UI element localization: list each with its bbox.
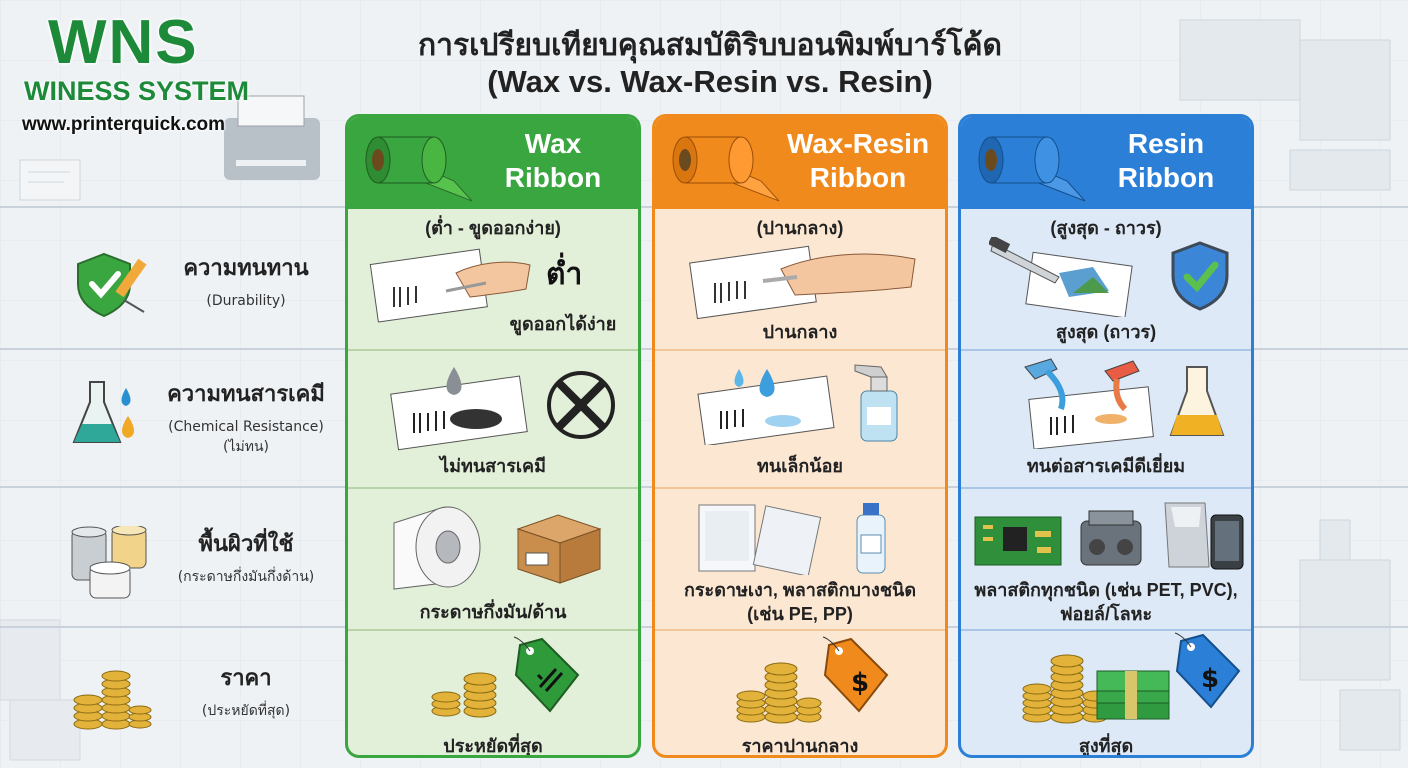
cell-chemical-wax-resin: ทนเล็กน้อย [655,351,945,487]
cell-durability-wax-resin: (ปานกลาง) ปานกลาง [655,209,945,349]
cell-divider [348,629,638,631]
cell-divider [348,487,638,489]
scratched-label-icon [369,248,531,323]
coin-stack-icon [431,672,497,718]
durability-caption: ขูดออกได้ง่าย [509,314,617,334]
feature-sublabel: (Chemical Resistance) [168,419,324,435]
feature-label: พื้นผิวที่ใช้ [198,531,294,556]
durability-level: (ต่ำ - ขูดออกง่าย) [425,218,561,238]
feature-label: ความทนสารเคมี [167,381,325,406]
cell-durability-resin: (สูงสุด - ถาวร) สูงสุด (ถาวร) [961,209,1251,349]
cell-chemical-resin: ทนต่อสารเคมีดีเยี่ยม [961,351,1251,487]
feature-label: ราคา [220,665,272,690]
cardboard-box-icon [516,514,602,584]
column-wax-resin: Wax-Resin Ribbon (ปานกลาง) ปานกลาง [652,114,948,758]
spray-bottle-icon [854,364,898,442]
coin-stack-icon [736,662,822,724]
cell-divider [655,349,945,351]
scratched-label-icon [689,245,916,320]
cell-price-wax-resin: $ ราคาปานกลาง [655,631,945,756]
surface-caption: กระดาษกึ่งมัน/ด้าน [419,602,567,622]
coin-stack-icon [68,660,152,750]
label-roll-icon [393,506,481,590]
chemical-flask-icon [68,376,148,466]
website-url[interactable]: www.printerquick.com [22,114,226,135]
stained-label-icon [390,367,528,451]
svg-text:$: $ [1201,664,1219,694]
durability-caption: สูงสุด (ถาวร) [1055,322,1157,342]
feature-sublabel-note: (ไม่ทน) [223,439,269,455]
flask-icon [1169,366,1225,436]
feature-chemical-resistance: ความทนสารเคมี (Chemical Resistance) (ไม่… [64,376,346,496]
cell-divider [961,629,1251,631]
svg-text:$: $ [851,668,869,698]
column-title: Wax-Resin Ribbon [786,128,930,193]
feature-label: ความทนทาน [183,255,309,280]
price-tag-icon: $ [1174,632,1241,709]
system-name: WINESS SYSTEM [24,76,250,106]
price-caption: สูงที่สุด [1078,736,1134,756]
page-title: การเปรียบเทียบคุณสมบัติริบบอนพิมพ์บาร์โค… [417,29,1003,62]
surface-caption-line1: พลาสติกทุกชนิด (เช่น PET, PVC), [974,580,1238,600]
surface-caption-line2: (เช่น PE, PP) [747,604,853,624]
cell-chemical-wax: ไม่ทนสารเคมี [348,351,638,487]
cell-divider [961,349,1251,351]
knife-scratch-label-icon [989,237,1133,317]
foil-pack-phone-icon [1164,502,1244,570]
cell-divider [655,629,945,631]
feature-sublabel: (Durability) [206,293,286,309]
ribbon-roll-icon [973,123,1091,205]
feature-price: ราคา (ประหยัดที่สุด) [64,660,346,768]
cell-surface-resin: พลาสติกทุกชนิด (เช่น PET, PVC), ฟอยล์/โล… [961,489,1251,629]
cross-icon [547,371,615,439]
label-rolls-icon [68,526,148,616]
chemical-caption: ไม่ทนสารเคมี [440,456,546,476]
cell-durability-wax: (ต่ำ - ขูดออกง่าย) ต่ำ ขูดออกได้ง่าย [348,209,638,349]
surface-caption-line1: กระดาษเงา, พลาสติกบางชนิด [683,580,917,600]
ribbon-roll-icon [667,123,785,205]
feature-durability: ความทนทาน (Durability) [64,250,346,370]
cell-surface-wax: กระดาษกึ่งมัน/ด้าน [348,489,638,629]
durability-level: (ปานกลาง) [756,218,844,238]
engine-icon [1080,510,1142,566]
column-header-wax: Wax Ribbon [348,117,638,209]
feature-sublabel: (ประหยัดที่สุด) [201,703,291,719]
brand-logo[interactable]: WNS WINESS SYSTEM www.printerquick.com [18,10,258,150]
surface-caption-line2: ฟอยล์/โลหะ [1059,604,1153,624]
column-header-wax-resin: Wax-Resin Ribbon [655,117,945,209]
chemical-spill-label-icon [1024,358,1154,449]
price-caption: ประหยัดที่สุด [443,736,543,756]
price-caption: ราคาปานกลาง [741,736,859,756]
cell-divider [348,349,638,351]
durability-level: (สูงสุด - ถาวร) [1050,218,1162,238]
cell-surface-wax-resin: กระดาษเงา, พลาสติกบางชนิด (เช่น PE, PP) [655,489,945,629]
durability-big-label: ต่ำ [546,258,583,291]
column-resin: Resin Ribbon (สูงสุด - ถาวร) สูงสุด (ถาว… [958,114,1254,758]
cell-divider [961,487,1251,489]
glossy-sheets-icon [698,504,822,575]
plastic-bottle-icon [856,503,886,574]
feature-surface: พื้นผิวที่ใช้ (กระดาษกึ่งมันกึ่งด้าน) [64,526,346,646]
price-tag-icon [513,636,580,713]
cell-divider [655,487,945,489]
logo-text: WNS [48,8,199,77]
column-header-resin: Resin Ribbon [961,117,1251,209]
ribbon-roll-icon [360,123,478,205]
cell-price-wax: ประหยัดที่สุด [348,631,638,756]
feature-sublabel: (กระดาษกึ่งมันกึ่งด้าน) [177,569,315,585]
shield-check-icon [1171,241,1229,311]
price-tag-icon: $ [822,636,889,713]
chemical-caption: ทนเล็กน้อย [757,456,843,476]
page-subtitle: (Wax vs. Wax-Resin vs. Resin) [487,64,933,99]
column-title: Wax Ribbon [504,128,602,193]
chemical-caption: ทนต่อสารเคมีดีเยี่ยม [1026,456,1186,476]
column-wax: Wax Ribbon (ต่ำ - ขูดออกง่าย) ต่ำ ขูดออก… [345,114,641,758]
shield-check-icon [68,250,148,340]
circuit-board-icon [974,516,1062,566]
column-title: Resin Ribbon [1117,128,1215,193]
cell-price-resin: $ สูงที่สุด [961,631,1251,756]
durability-caption: ปานกลาง [762,322,838,342]
cash-stack-icon [1096,670,1170,720]
wet-label-icon [697,369,835,445]
